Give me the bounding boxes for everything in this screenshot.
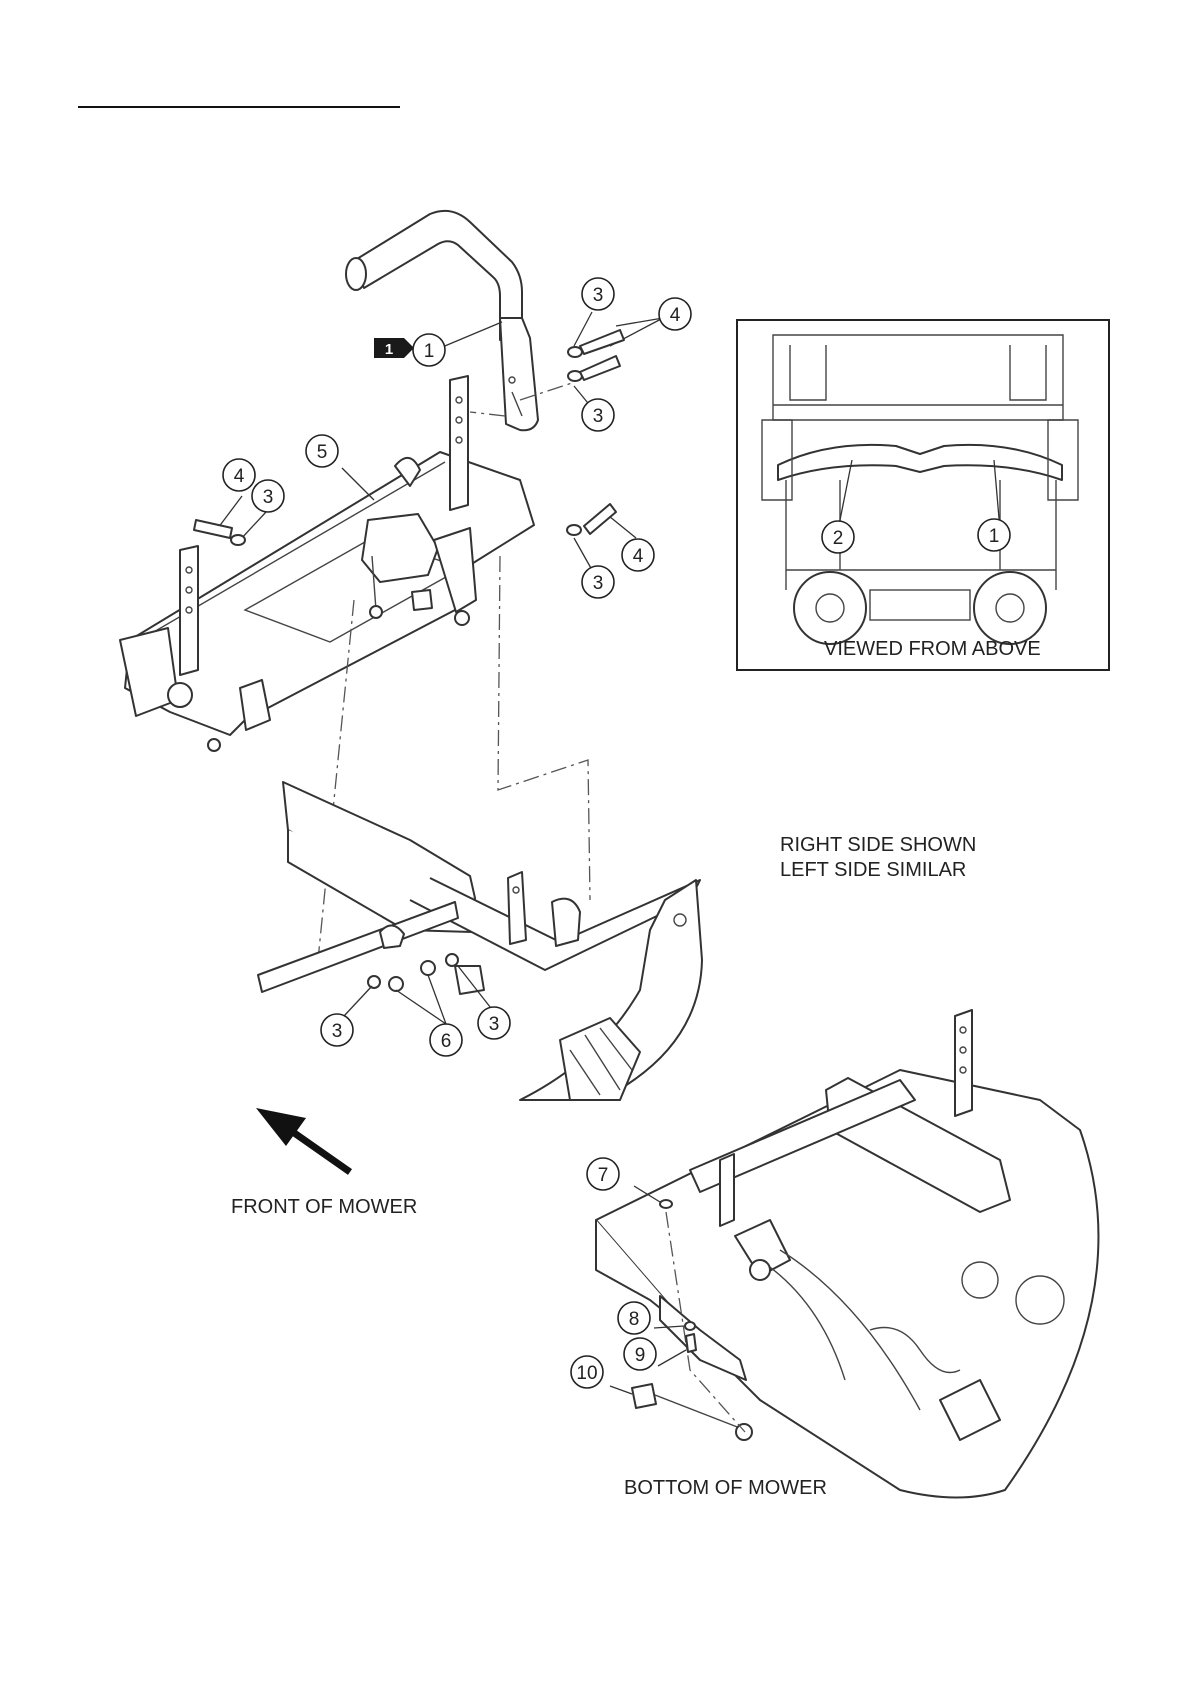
label-left-side-similar: LEFT SIDE SIMILAR	[780, 859, 966, 881]
svg-text:5: 5	[317, 442, 328, 463]
svg-text:3: 3	[489, 1014, 500, 1035]
svg-text:4: 4	[670, 305, 681, 326]
callout-washer-right: 3	[582, 566, 614, 598]
seat-frame-assembly	[120, 376, 534, 751]
callout-pin-linkage: 9	[624, 1338, 656, 1370]
inset-top-view	[737, 320, 1109, 670]
reference-flag: 1	[374, 338, 414, 358]
svg-text:1: 1	[424, 341, 435, 362]
flag-number: 1	[385, 341, 393, 358]
svg-text:4: 4	[234, 466, 245, 487]
callout-washer-top-upper: 3	[582, 278, 614, 310]
svg-text:1: 1	[989, 526, 1000, 547]
svg-text:2: 2	[833, 528, 844, 549]
svg-text:3: 3	[332, 1021, 343, 1042]
callout-frame: 5	[306, 435, 338, 467]
svg-text:4: 4	[633, 546, 644, 567]
svg-text:10: 10	[576, 1363, 597, 1384]
svg-text:3: 3	[263, 487, 274, 508]
phantom-line-right	[498, 556, 590, 900]
callout-handle: 1	[413, 334, 445, 366]
callout-washer-bottom-left: 3	[321, 1014, 353, 1046]
callout-bolt-right: 4	[622, 539, 654, 571]
callout-clip-linkage: 8	[618, 1302, 650, 1334]
callout-bolts-top: 4	[659, 298, 691, 330]
callout-inset-right: 1	[978, 519, 1010, 551]
svg-text:9: 9	[635, 1345, 646, 1366]
callout-inset-left: 2	[822, 521, 854, 553]
callout-washer-bottom-right: 3	[478, 1007, 510, 1039]
label-viewed-from-above: VIEWED FROM ABOVE	[824, 638, 1041, 660]
front-direction-arrow-icon	[256, 1108, 350, 1172]
svg-text:3: 3	[593, 285, 604, 306]
callout-nuts-bottom: 6	[430, 1024, 462, 1056]
svg-text:3: 3	[593, 406, 604, 427]
svg-text:3: 3	[593, 573, 604, 594]
callout-washer-left: 3	[252, 480, 284, 512]
label-right-side-shown: RIGHT SIDE SHOWN	[780, 834, 976, 856]
callout-rod-end-linkage: 10	[571, 1356, 603, 1388]
svg-text:6: 6	[441, 1031, 452, 1052]
mower-chassis	[258, 782, 702, 1100]
label-bottom-of-mower: BOTTOM OF MOWER	[624, 1477, 827, 1499]
svg-text:7: 7	[598, 1165, 609, 1186]
label-front-of-mower: FRONT OF MOWER	[231, 1196, 417, 1218]
bottom-view-assembly	[596, 1010, 1098, 1498]
callout-washer-top-lower: 3	[582, 399, 614, 431]
callout-nut-linkage: 7	[587, 1158, 619, 1190]
callout-bolt-left: 4	[223, 459, 255, 491]
svg-text:8: 8	[629, 1309, 640, 1330]
